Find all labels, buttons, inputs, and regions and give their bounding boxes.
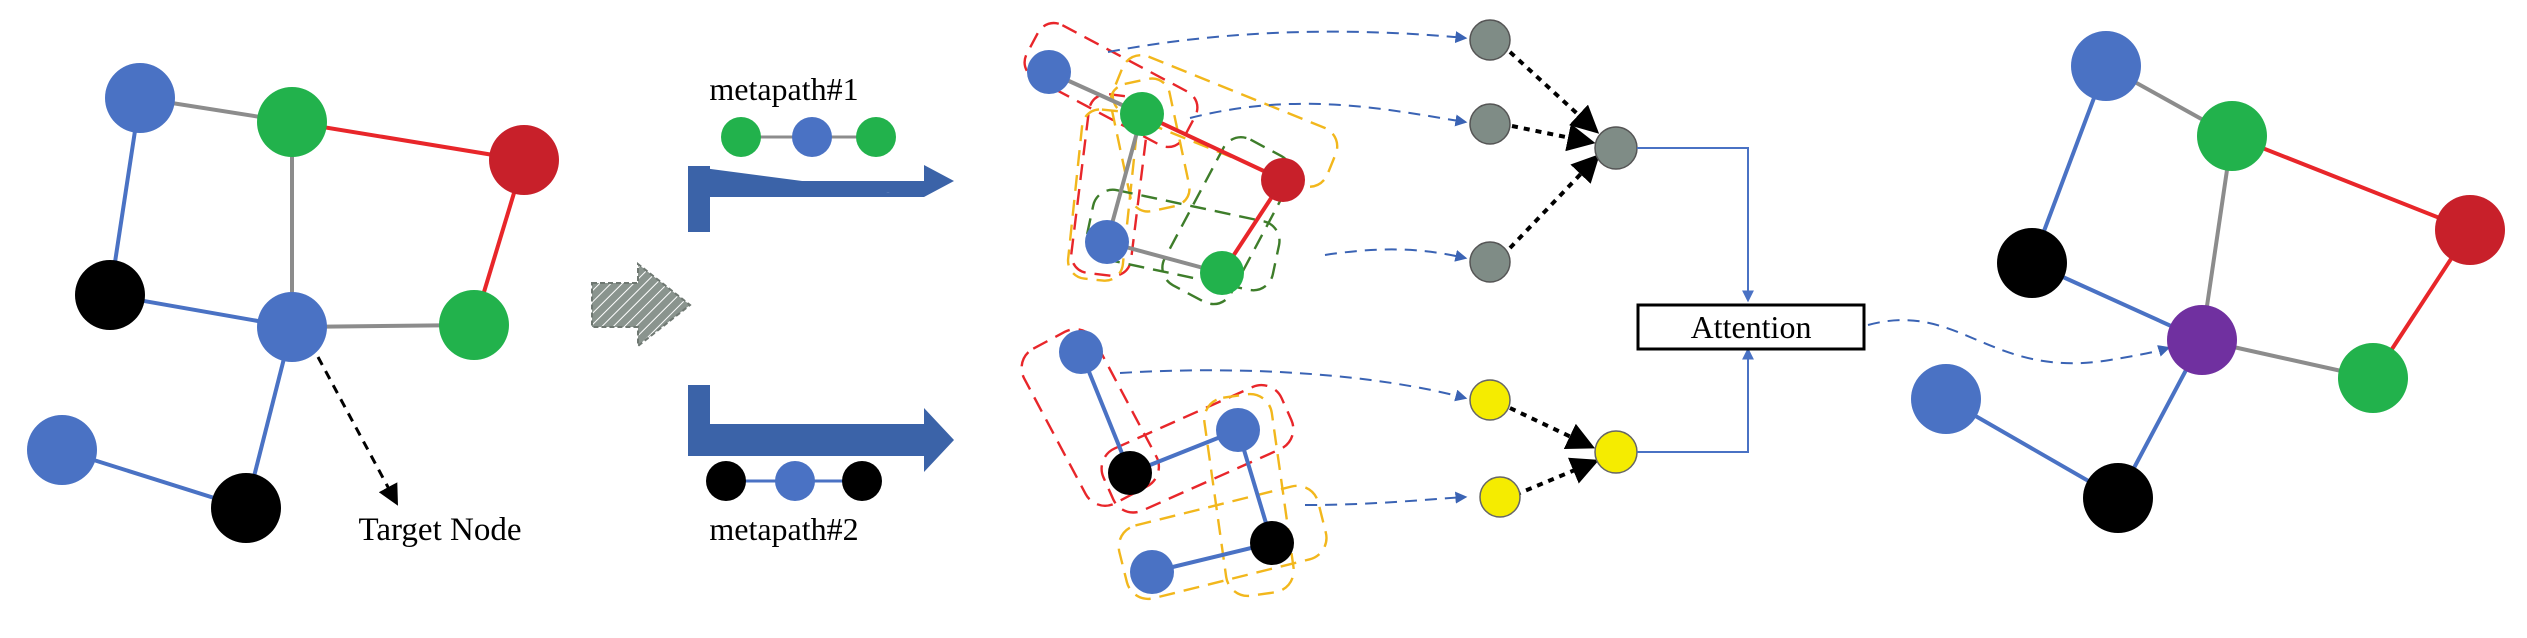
input-graph: Target Node — [27, 63, 559, 548]
node-blue — [1216, 408, 1260, 452]
output-graph — [1911, 31, 2505, 533]
instance-box-red — [1070, 92, 1150, 278]
node-green — [856, 117, 896, 157]
dotted-arrow-icon — [1511, 123, 1596, 152]
instance-box-orange — [1111, 54, 1339, 188]
dotted-arrow-icon — [1508, 50, 1600, 134]
edge — [1141, 112, 1284, 182]
node-blue — [1130, 550, 1174, 594]
metapath-1-embedding-node — [1594, 126, 1638, 170]
node-blue — [1911, 364, 1981, 434]
metapath-1-label: metapath#1 — [709, 71, 858, 107]
connector — [1637, 347, 1754, 453]
node-blue — [105, 63, 175, 133]
dotted-arrow-icon — [1514, 457, 1600, 497]
node-green — [721, 117, 761, 157]
instance-box-red — [1100, 383, 1295, 514]
metapath-2-label: metapath#2 — [709, 511, 858, 547]
instance-box-red — [1023, 21, 1199, 149]
dotted-arrow-icon — [1509, 406, 1596, 450]
connector — [1637, 147, 1754, 303]
node-blue — [775, 461, 815, 501]
metapath-2-instances — [1020, 327, 1328, 601]
node-blue — [1059, 330, 1103, 374]
node-black — [1250, 521, 1294, 565]
edge — [2030, 65, 2108, 264]
node-black — [842, 461, 882, 501]
bent-right-arrow-icon — [688, 165, 954, 232]
instance-to-embedding-arrows — [1107, 30, 1468, 506]
node-green — [2338, 343, 2408, 413]
node-black — [211, 473, 281, 543]
node-black — [1997, 228, 2067, 298]
instance-embedding-node — [1469, 103, 1511, 145]
metapath-1-instances — [1023, 21, 1339, 306]
flow-arrow — [1867, 319, 2171, 365]
edge — [1105, 113, 1144, 243]
node-green — [439, 290, 509, 360]
node-blue — [2071, 31, 2141, 101]
node-black — [75, 260, 145, 330]
attention-label: Attention — [1691, 309, 1812, 345]
target-node-label: Target Node — [359, 512, 522, 548]
node-red — [1261, 158, 1305, 202]
dotted-arrow-icon — [1508, 153, 1600, 250]
node-blue — [27, 415, 97, 485]
metapath-2-embedding-node — [1594, 430, 1638, 474]
node-black — [2083, 463, 2153, 533]
hatched-right-arrow-icon — [591, 261, 692, 349]
metapath-2-embeddings — [1469, 379, 1638, 518]
target-pointer-arrow — [316, 356, 398, 506]
flow-arrow — [1107, 30, 1468, 53]
flow-arrow — [1304, 491, 1468, 506]
node-blue — [1027, 50, 1071, 94]
node-green — [1200, 251, 1244, 295]
instance-embedding-node — [1469, 379, 1511, 421]
node-green — [2197, 101, 2267, 171]
attention-box — [1636, 303, 1866, 351]
instance-embedding-node — [1469, 19, 1511, 61]
flow-arrow — [1119, 369, 1468, 402]
instance-box-orange — [1066, 108, 1139, 282]
instance-box-green — [1161, 136, 1294, 306]
node-blue — [792, 117, 832, 157]
node-blue — [1085, 220, 1129, 264]
instance-box-orange — [1203, 392, 1295, 598]
instance-box-orange — [1117, 484, 1328, 601]
node-target-embedded — [2167, 305, 2237, 375]
flow-arrow — [1189, 102, 1468, 127]
node-red — [489, 125, 559, 195]
bent-right-arrow-icon — [688, 385, 954, 472]
node-black — [706, 461, 746, 501]
node-target-blue — [257, 292, 327, 362]
edge — [291, 120, 525, 162]
node-black — [1108, 451, 1152, 495]
metapath-1-embeddings — [1469, 19, 1638, 283]
node-green — [257, 87, 327, 157]
instance-box-green — [1085, 188, 1281, 292]
flow-arrow — [1324, 248, 1468, 262]
instance-embedding-node — [1469, 241, 1511, 283]
attention-block: Attention — [1636, 147, 2171, 453]
edge — [2231, 134, 2471, 232]
instance-embedding-node — [1479, 476, 1521, 518]
node-red — [2435, 195, 2505, 265]
instance-box-orange — [1109, 77, 1191, 213]
node-green — [1120, 92, 1164, 136]
metapath-1: metapath#1 — [688, 71, 954, 232]
metapath-2: metapath#2 — [688, 385, 954, 547]
